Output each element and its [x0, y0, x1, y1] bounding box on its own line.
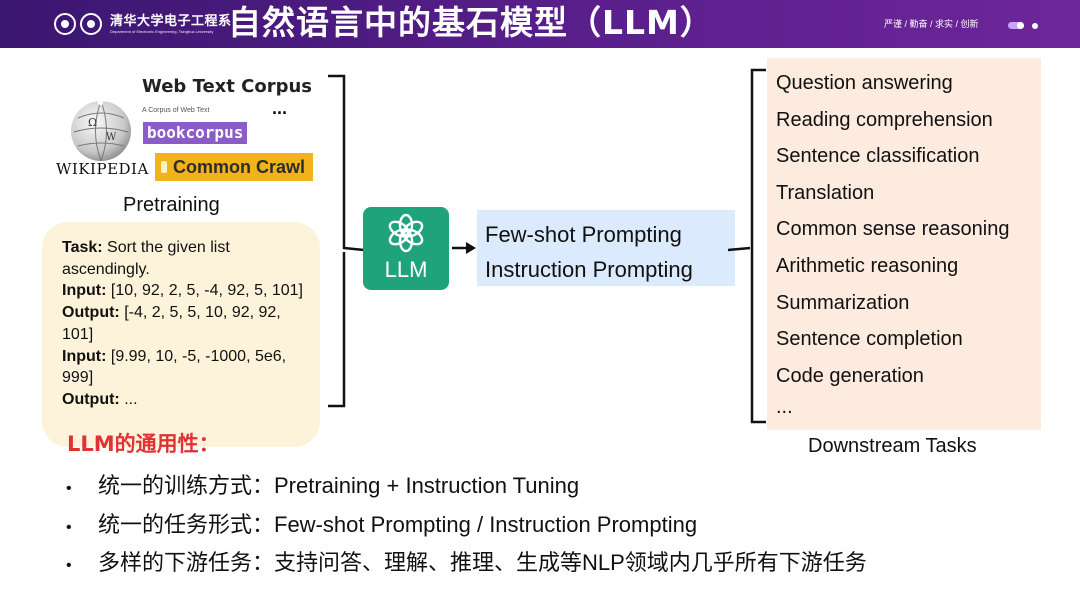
llm-label: LLM — [384, 257, 428, 282]
slide-title: 自然语言中的基石模型（LLM） — [228, 3, 714, 42]
svg-text:Ω: Ω — [88, 116, 97, 129]
downstream-tasks-label: Downstream Tasks — [808, 435, 977, 457]
bullet-text: 多样的下游任务：支持问答、理解、推理、生成等NLP领域内几乎所有下游任务 — [98, 550, 867, 575]
downstream-task-item: Common sense reasoning — [776, 218, 1010, 240]
common-crawl-logo: Common Crawl — [155, 153, 313, 181]
pretraining-bracket — [328, 74, 365, 408]
wikipedia-wordmark: WIKIPEDIA — [56, 160, 149, 178]
motto: 严谨 / 勤奋 / 求实 / 创新 — [884, 19, 979, 29]
generality-bullet: • 多样的下游任务：支持问答、理解、推理、生成等NLP领域内几乎所有下游任务 — [66, 545, 867, 577]
downstream-task-item: ... — [776, 396, 793, 418]
llm-model-box: LLM — [363, 207, 449, 290]
web-text-corpus-title: Web Text Corpus — [142, 76, 313, 97]
downstream-task-item: Summarization — [776, 292, 910, 314]
input-key: Input: — [62, 282, 107, 300]
downstream-task-item: Question answering — [776, 72, 953, 94]
university-seal-icon — [54, 13, 76, 35]
task-key: Task: — [62, 239, 103, 256]
task-example-text: Task: Sort the given list ascendingly. I… — [62, 237, 312, 411]
generality-bullet: • 统一的训练方式：Pretraining + Instruction Tunin… — [66, 468, 579, 500]
more-corpora-ellipsis: ... — [272, 98, 288, 118]
logo-name: 清华大学电子工程系 — [110, 13, 232, 29]
toggle-icon — [1008, 22, 1024, 29]
svg-text:W: W — [106, 132, 117, 143]
downstream-task-item: Reading comprehension — [776, 109, 993, 131]
generality-bullet: • 统一的任务形式：Few-shot Prompting / Instructio… — [66, 507, 697, 539]
downstream-bracket — [727, 68, 766, 424]
downstream-task-item: Code generation — [776, 365, 924, 387]
web-text-corpus-subtitle: A Corpus of Web Text — [142, 107, 210, 114]
bullet-text: 统一的任务形式：Few-shot Prompting / Instruction… — [98, 512, 698, 537]
bullet-text: 统一的训练方式：Pretraining + Instruction Tuning — [98, 473, 580, 498]
downstream-task-item: Arithmetic reasoning — [776, 255, 959, 277]
arrow-right-icon — [452, 242, 476, 254]
input-key: Input: — [62, 347, 107, 365]
logo-subtitle: Department of Electronic Engineering, Ts… — [110, 28, 214, 34]
pretraining-label: Pretraining — [123, 194, 220, 216]
generality-title: LLM的通用性： — [67, 432, 220, 456]
downstream-tasks-box — [767, 58, 1041, 430]
task-value: Sort the given list ascendingly. — [62, 239, 230, 278]
bullet-icon: • — [66, 519, 72, 536]
task-example-box — [42, 222, 320, 447]
bullet-icon: • — [66, 480, 72, 497]
instruction-prompting: Instruction Prompting — [485, 257, 693, 282]
department-seal-icon — [80, 13, 102, 35]
dot-icon — [1032, 23, 1038, 29]
input-value: [10, 92, 2, 5, -4, 92, 5, 101] — [106, 282, 303, 300]
bookcorpus-logo: bookcorpus — [143, 122, 248, 144]
university-logo: 清华大学电子工程系 Department of Electronic Engin… — [54, 10, 232, 38]
output-key: Output: — [62, 304, 120, 322]
output-value: [-4, 2, 5, 5, 10, 92, 92, 101] — [62, 304, 281, 343]
few-shot-prompting: Few-shot Prompting — [485, 222, 682, 247]
downstream-task-item: Sentence classification — [776, 145, 980, 167]
prompting-box: Few-shot Prompting Instruction Prompting — [477, 210, 735, 286]
header-bar: 清华大学电子工程系 Department of Electronic Engin… — [0, 0, 1080, 48]
downstream-task-item: Translation — [776, 182, 875, 204]
wikipedia-globe-icon: Ω W — [71, 98, 131, 162]
openai-logo-icon — [388, 213, 424, 253]
output-value: ... — [119, 390, 138, 408]
output-key: Output: — [62, 390, 120, 408]
downstream-task-item: Sentence completion — [776, 328, 963, 350]
bullet-icon: • — [66, 557, 72, 574]
input-value: [9.99, 10, -5, -1000, 5e6, 999] — [62, 347, 287, 387]
